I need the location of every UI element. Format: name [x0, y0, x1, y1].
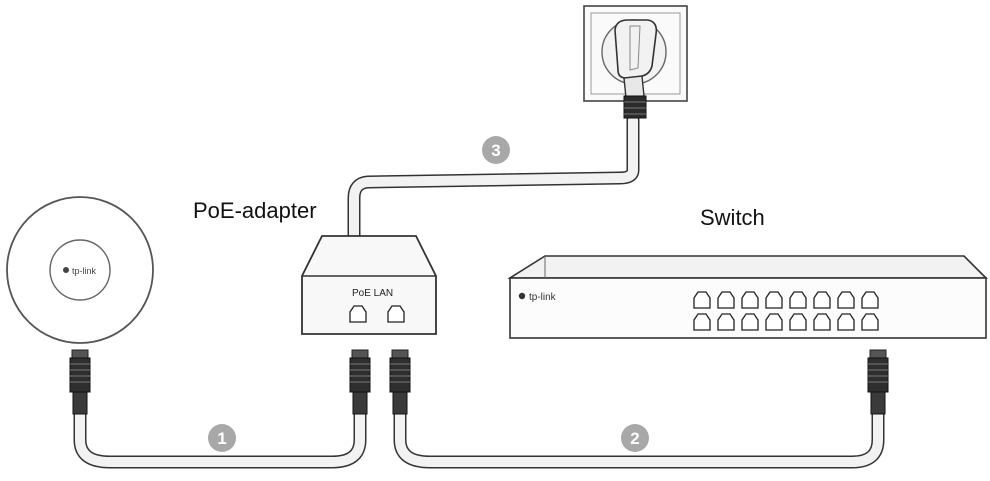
switch-brand-logo: tp-link — [518, 292, 557, 303]
switch-label: Switch — [700, 205, 765, 230]
cable-power — [347, 113, 640, 249]
tp-link-logo-icon: tp-link — [63, 266, 97, 276]
rj45-connector-adapter-poe — [349, 349, 371, 415]
adapter-poe-port — [349, 305, 367, 323]
adapter-port-label: PoE LAN — [352, 288, 393, 299]
cable-ap-to-adapter — [73, 405, 367, 469]
ap-brand-label: tp-link — [72, 266, 97, 276]
adapter-label: PoE-adapter — [193, 198, 317, 223]
cable-adapter-to-switch — [393, 405, 885, 469]
network-switch: tp-link — [507, 255, 988, 339]
svg-text:2: 2 — [630, 429, 639, 448]
svg-text:3: 3 — [491, 141, 500, 160]
rj45-connector-adapter-lan — [389, 349, 411, 415]
power-plug — [614, 19, 658, 119]
step-badge-3: 3 — [482, 136, 510, 164]
step-badge-1: 1 — [208, 424, 236, 452]
adapter-lan-port — [387, 305, 405, 323]
poe-adapter: PoE LAN — [301, 235, 437, 335]
switch-brand-label: tp-link — [529, 292, 557, 303]
step-badge-2: 2 — [621, 424, 649, 452]
rj45-connector-switch — [867, 349, 889, 415]
access-point: tp-link — [6, 196, 154, 344]
rj45-connector-ap — [69, 349, 91, 415]
svg-text:1: 1 — [217, 429, 226, 448]
